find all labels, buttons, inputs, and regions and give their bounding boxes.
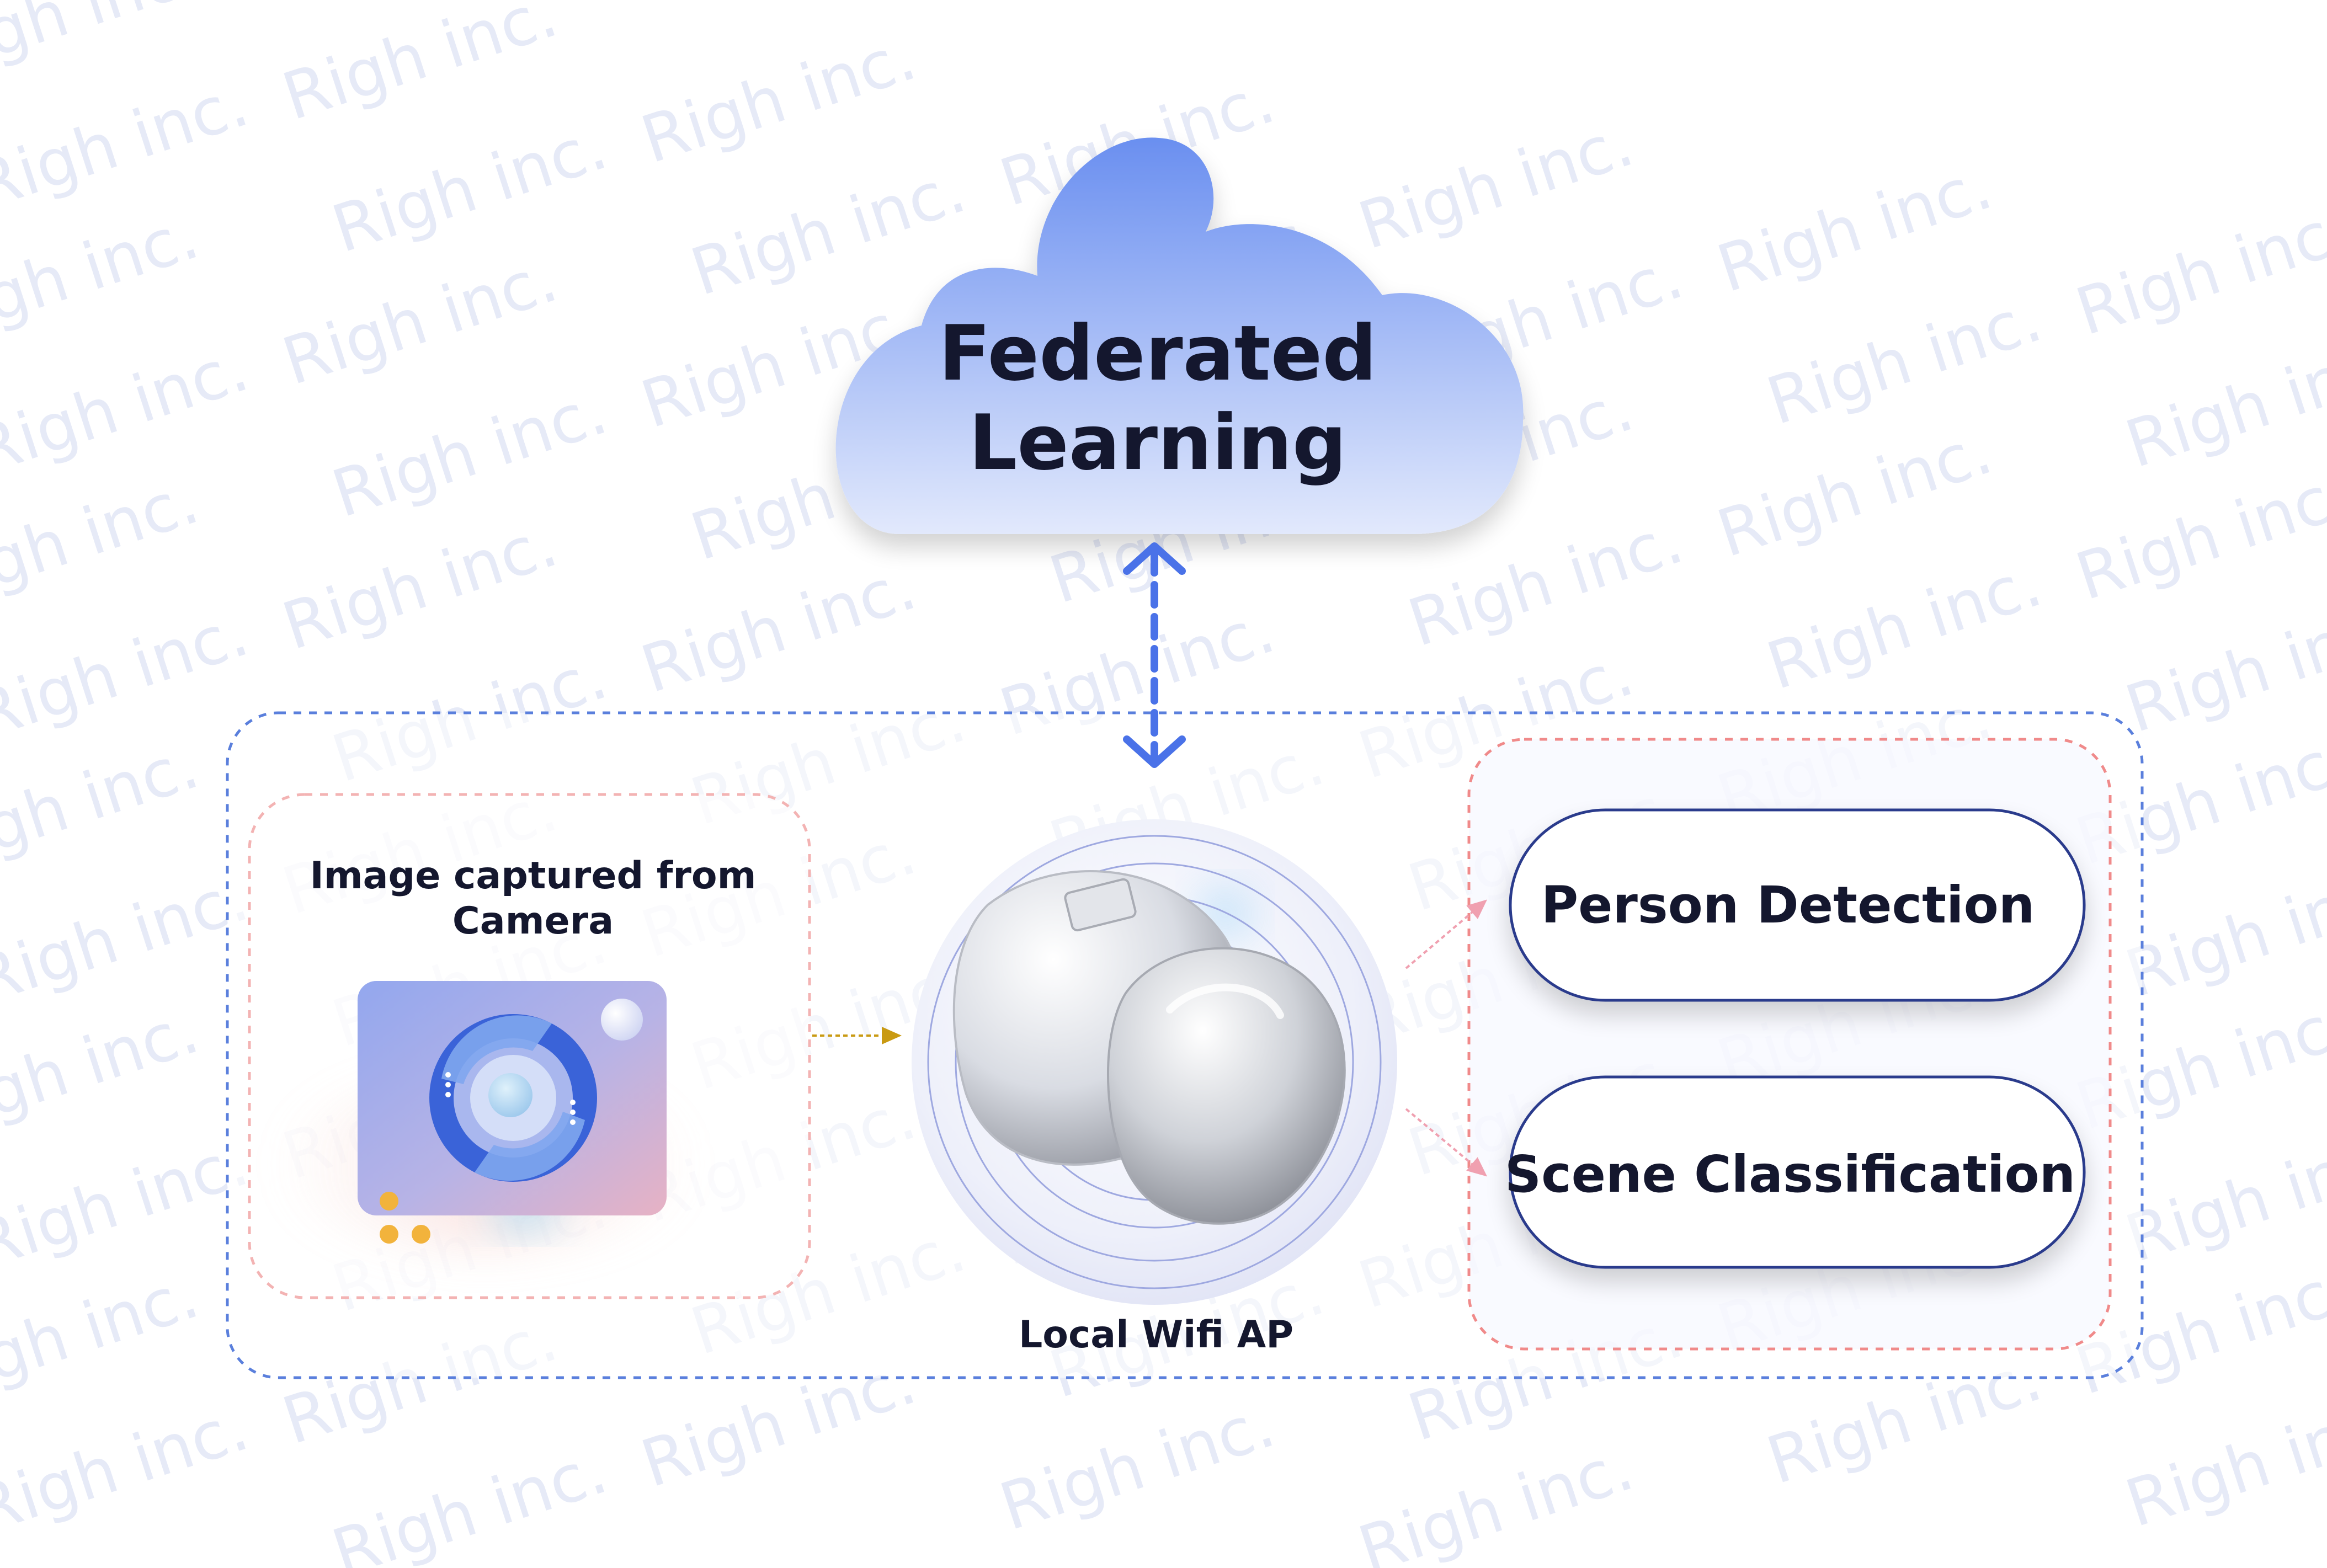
bidirectional-sync-arrow bbox=[1123, 542, 1186, 768]
watermark-text: Righ inc. bbox=[1708, 412, 2001, 572]
watermark-text: Righ inc. bbox=[0, 0, 207, 92]
arrowhead-down-icon bbox=[1123, 735, 1186, 768]
watermark-text: Righ inc. bbox=[0, 859, 257, 1018]
watermark-text: Righ inc. bbox=[1708, 147, 2001, 307]
camera-label-line2: Camera bbox=[452, 899, 614, 943]
watermark-text: Righ inc. bbox=[2117, 588, 2327, 747]
watermark-text: Righ inc. bbox=[2117, 1382, 2327, 1542]
watermark-text: Righ inc. bbox=[323, 372, 616, 532]
local-wifi-ap-device bbox=[912, 819, 1397, 1305]
watermark-text: Righ inc. bbox=[632, 18, 925, 178]
watermark-text: Righ inc. bbox=[2067, 190, 2327, 350]
person-detection-label: Person Detection bbox=[1541, 876, 2035, 935]
watermark-text: Righ inc. bbox=[682, 151, 975, 310]
watermark-text: Righ inc. bbox=[1350, 104, 1642, 264]
scene-classification-pill: Scene Classification bbox=[1505, 1075, 2086, 1269]
watermark-text: Righ inc. bbox=[0, 462, 207, 621]
device-clip bbox=[1064, 878, 1137, 932]
watermark-text: Righ inc. bbox=[274, 0, 566, 135]
watermark-text: Righ inc. bbox=[1758, 545, 2051, 704]
arrowhead-up-icon bbox=[1123, 542, 1186, 575]
watermark-text: Righ inc. bbox=[323, 108, 616, 267]
camera-icon bbox=[276, 981, 695, 1247]
watermark-text: Righ inc. bbox=[0, 594, 257, 754]
hub-to-person-detection-arrow bbox=[1405, 899, 1488, 969]
watermark-text: Righ inc. bbox=[0, 329, 257, 489]
cloud-title-line1: Federated bbox=[939, 309, 1377, 398]
watermark-text: Righ inc. bbox=[0, 65, 257, 224]
camera-label-line1: Image captured from bbox=[310, 854, 757, 898]
watermark-text: Righ inc. bbox=[323, 1432, 616, 1568]
scene-classification-label: Scene Classification bbox=[1505, 1145, 2075, 1204]
cloud-title-line2: Learning bbox=[968, 398, 1346, 487]
hub-label: Local Wifi AP bbox=[1019, 1313, 1293, 1357]
watermark-text: Righ inc. bbox=[0, 1389, 257, 1548]
watermark-text: Righ inc. bbox=[2067, 455, 2327, 615]
watermark-text: Righ inc. bbox=[0, 1124, 257, 1283]
person-detection-pill: Person Detection bbox=[1509, 808, 2086, 1002]
watermark-text: Righ inc. bbox=[2117, 323, 2327, 482]
watermark-text: Righ inc. bbox=[1350, 1428, 1642, 1568]
watermark-text: Righ inc. bbox=[274, 505, 566, 664]
watermark-text: Righ inc. bbox=[0, 991, 207, 1151]
watermark-text: Righ inc. bbox=[2117, 1117, 2327, 1277]
cloud-shape bbox=[835, 137, 1524, 535]
watermark-text: Righ inc. bbox=[632, 548, 925, 707]
watermark-text: Righ inc. bbox=[2117, 852, 2327, 1012]
watermark-text: Righ inc. bbox=[0, 197, 207, 356]
watermark-text: Righ inc. bbox=[0, 727, 207, 886]
watermark-text: Righ inc. bbox=[1758, 280, 2051, 439]
wifi-access-point-device-front bbox=[1107, 947, 1346, 1225]
watermark-text: Righ inc. bbox=[991, 1385, 1284, 1545]
watermark-text: Righ inc. bbox=[0, 1256, 207, 1416]
watermark-text: Righ inc. bbox=[274, 240, 566, 399]
hub-to-scene-classification-arrow bbox=[1405, 1108, 1488, 1177]
